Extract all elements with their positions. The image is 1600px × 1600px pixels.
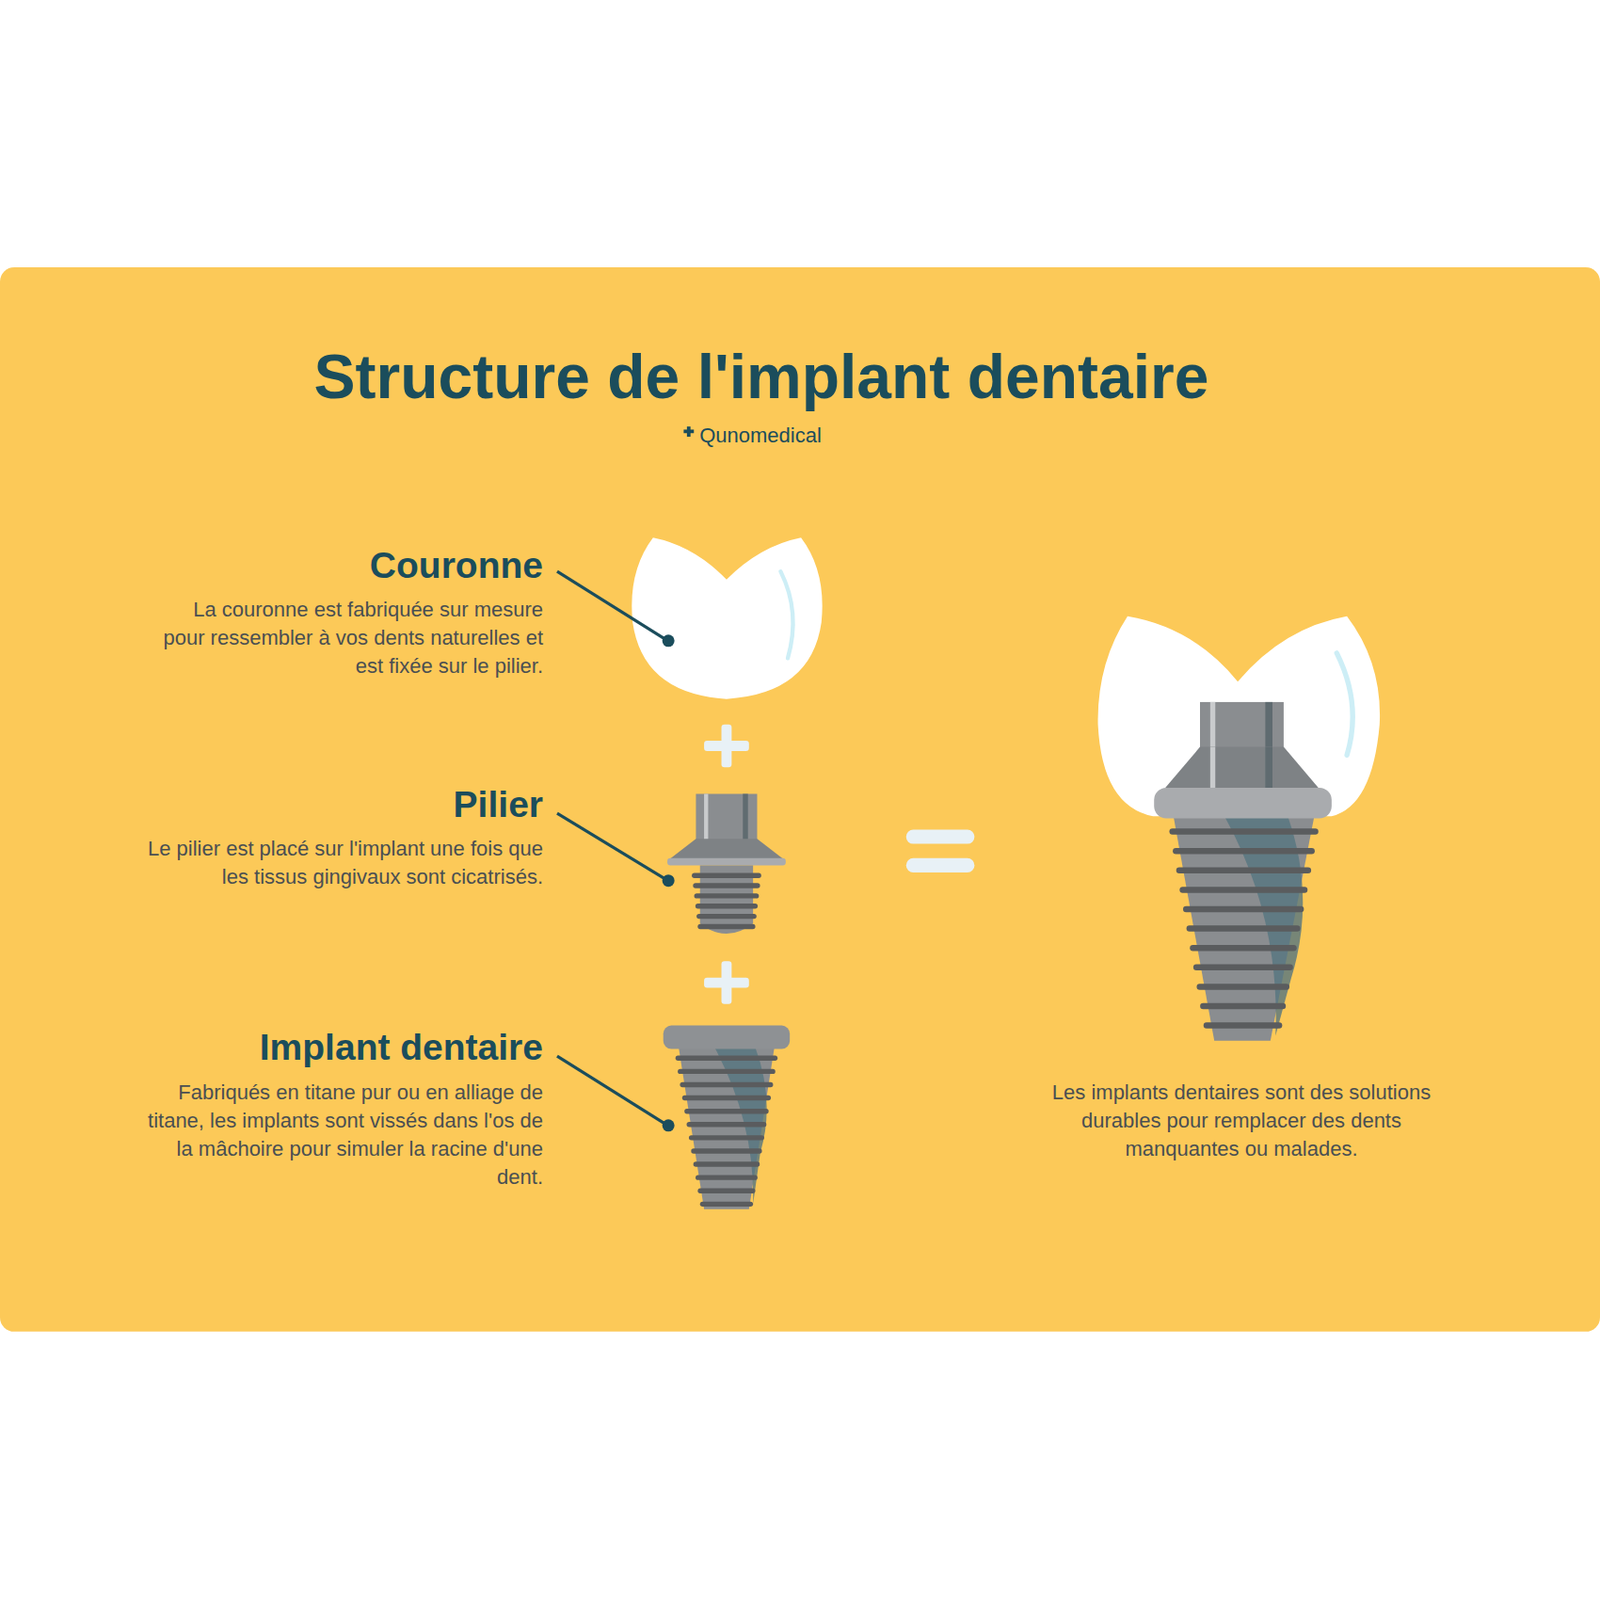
implant [663,1025,790,1210]
abutment-part [695,793,757,841]
leader-line-part [557,571,667,640]
assembled-implant-part [1210,702,1216,790]
assembled-implant-part [1336,653,1353,755]
thread-stroke [695,1174,758,1180]
logo-icon-part [687,426,691,437]
abutment-part [667,858,786,866]
thread-stroke [1200,1003,1286,1010]
thread-stroke [697,924,755,929]
abutment [667,793,786,934]
implant-part [678,1046,775,1209]
abutment-part [704,793,708,841]
equal-sign-part [906,829,976,844]
part-description: Fabriqués en titane pur ou en alliage de… [147,1078,544,1192]
thread-stroke [691,873,762,879]
thread-stroke [695,903,758,909]
screw-thread [675,1056,778,1207]
thread-stroke [700,1201,753,1207]
thread-stroke [690,1148,762,1153]
thread-stroke [1172,848,1315,855]
leader-line [557,571,675,1132]
crown [631,537,822,699]
thread-stroke [688,1135,765,1140]
plus-sign-part [721,724,733,768]
thread-stroke [1176,867,1312,875]
thread-stroke [694,893,760,898]
thread-stroke [1189,944,1296,952]
leader-line-part [557,1056,667,1125]
abutment-part [742,793,748,841]
leader-line-part [662,634,675,647]
panel [0,267,1600,1332]
assembled-implant-part [1098,616,1381,817]
thread-stroke [1168,828,1318,835]
thread-stroke [684,1108,768,1114]
thread-stroke [1197,983,1291,991]
leader-line-part [662,1119,675,1132]
assembled-implant-part [1264,747,1273,788]
part-description: Le pilier est placé sur l'implant une fo… [147,834,544,892]
thread-stroke [697,1188,755,1194]
part-heading: Pilier [147,783,544,828]
leader-line-part [557,813,667,880]
thread-stroke [1183,906,1304,913]
brand-logo: Qunomedical [619,423,902,448]
equal-sign [906,829,976,873]
part-heading: Couronne [147,544,544,589]
summary-note: Les implants dentaires sont des solution… [1043,1078,1440,1164]
crown-part [780,571,793,658]
assembled-implant [1098,616,1381,1041]
thread-stroke [675,1056,778,1061]
part-description: La couronne est fabriquée sur mesure pou… [147,595,544,681]
thread-stroke [1203,1022,1283,1029]
thread-stroke [696,913,757,919]
logo-icon [683,426,694,437]
screw-thread [1168,828,1318,1029]
thread-stroke [1193,964,1294,972]
thread-stroke [1179,886,1308,894]
assembled-implant-part [1210,747,1216,788]
assembled-implant-part [1165,747,1319,788]
thread-stroke [682,1095,771,1101]
assembled-implant-part [1153,787,1332,819]
thread-stroke [687,1121,768,1127]
plus-sign-part [721,960,733,1005]
abutment-part [669,838,784,860]
leader-line-part [662,874,675,887]
thread-stroke [677,1069,776,1074]
crown-part [631,537,822,699]
assembled-implant-part [1264,702,1273,790]
thread-stroke [692,882,760,888]
implant-part [663,1025,790,1050]
thread-stroke [693,1161,761,1167]
assembled-implant-part [1173,816,1315,1041]
title: Structure de l'implant dentaire [196,339,1327,415]
part-heading: Implant dentaire [147,1025,544,1071]
thread-stroke [679,1082,773,1088]
screw-thread [691,873,762,930]
thread-stroke [1186,925,1301,932]
equal-sign-part [906,858,976,873]
